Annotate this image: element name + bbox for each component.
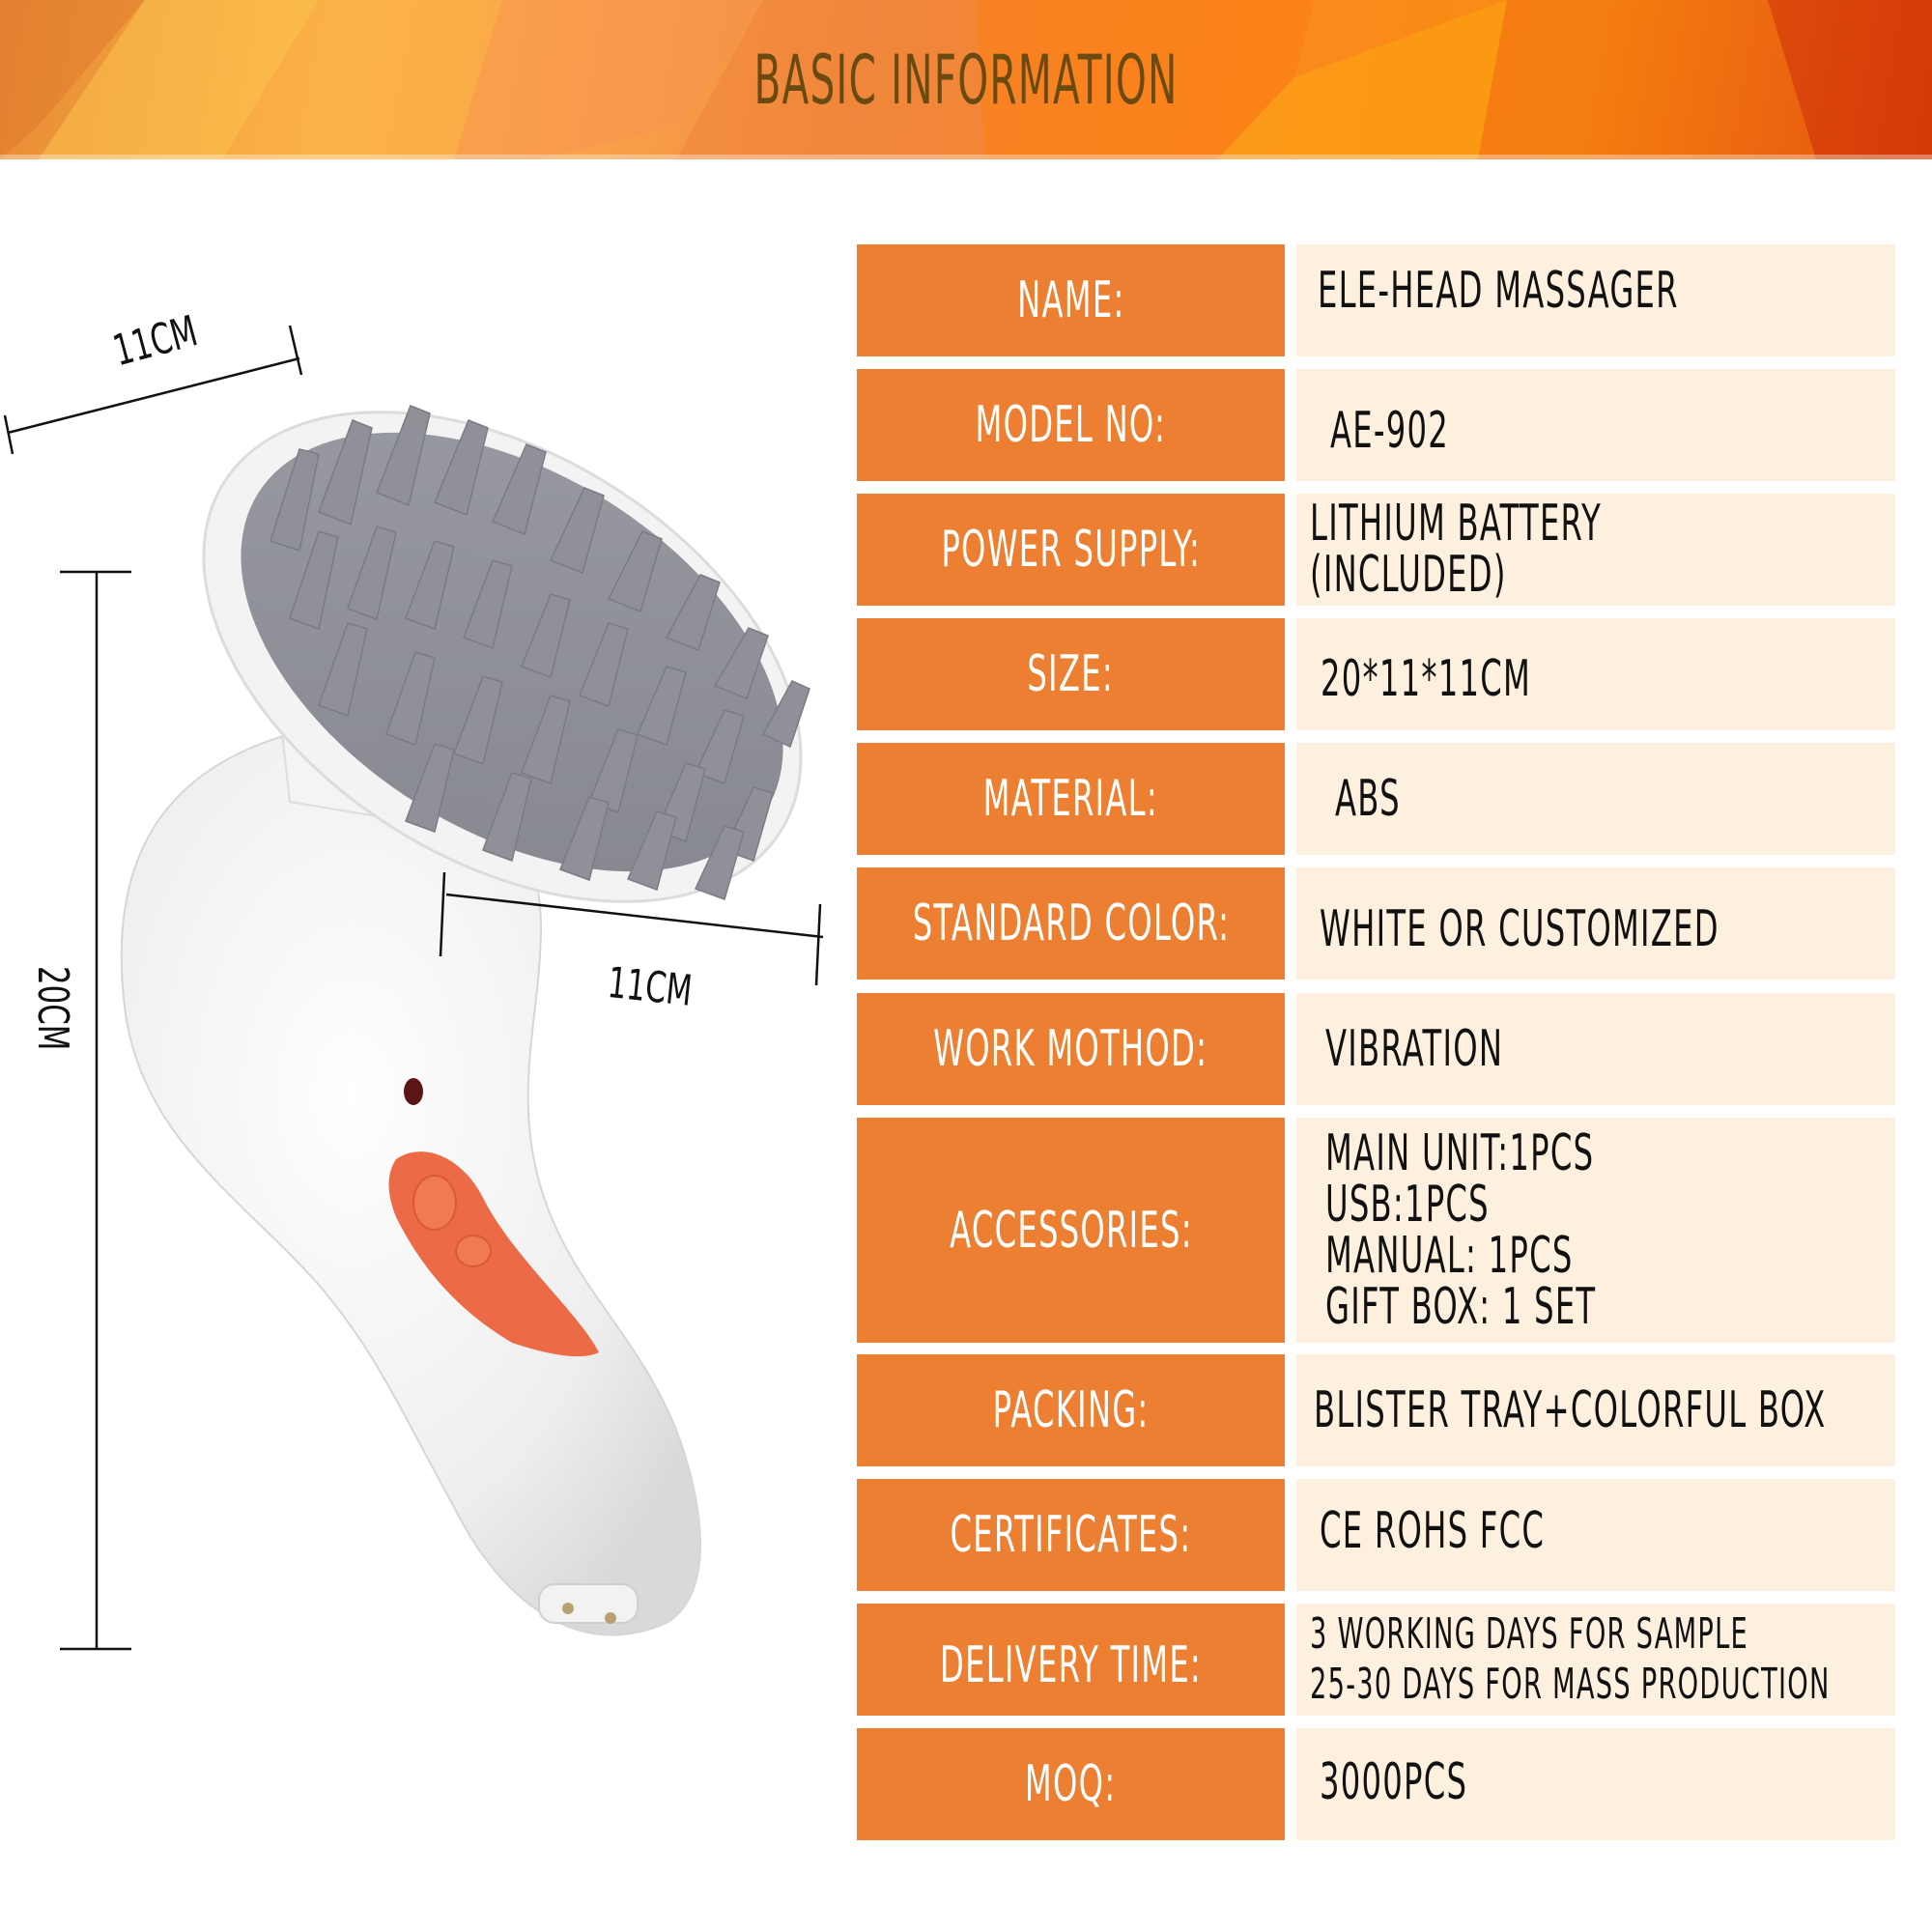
spec-label: CERTIFICATES: xyxy=(950,1506,1192,1564)
spec-value: BLISTER TRAY+COLORFUL BOX xyxy=(1314,1381,1827,1439)
spec-value-cell: CE ROHS FCC xyxy=(1296,1479,1895,1591)
spec-label-cell: MODEL NO: xyxy=(857,369,1285,481)
spec-value-line: MAIN UNIT:1PCS xyxy=(1325,1123,1595,1182)
spec-value: AE-902 xyxy=(1330,402,1450,460)
spec-row-moq: MOQ: 3000PCS xyxy=(857,1728,1895,1840)
spec-label: NAME: xyxy=(1016,271,1125,329)
spec-row-accessories: ACCESSORIES: MAIN UNIT:1PCS USB:1PCS MAN… xyxy=(857,1118,1895,1343)
spec-label-cell: POWER SUPPLY: xyxy=(857,494,1285,606)
spec-label-cell: ACCESSORIES: xyxy=(857,1118,1285,1343)
spec-label-cell: NAME: xyxy=(857,244,1285,356)
spec-label: MOQ: xyxy=(1025,1755,1117,1813)
spec-value-cell: ABS xyxy=(1296,743,1895,855)
spec-value: WHITE OR CUSTOMIZED xyxy=(1320,900,1719,958)
spec-value: 20*11*11CM xyxy=(1321,650,1532,708)
spec-value-cell: WHITE OR CUSTOMIZED xyxy=(1296,867,1895,980)
spec-value-line: GIFT BOX: 1 SET xyxy=(1325,1277,1597,1336)
spec-value-cell: LITHIUM BATTERY (INCLUDED) xyxy=(1296,494,1895,606)
polygon-background xyxy=(0,0,1932,159)
spec-row-standard-color: STANDARD COLOR: WHITE OR CUSTOMIZED xyxy=(857,867,1895,980)
spec-value-cell: 20*11*11CM xyxy=(1296,618,1895,730)
spec-row-name: NAME: ELE-HEAD MASSAGER xyxy=(857,244,1895,356)
spec-row-packing: PACKING: BLISTER TRAY+COLORFUL BOX xyxy=(857,1354,1895,1466)
spec-value-cell: 3000PCS xyxy=(1296,1728,1895,1840)
spec-value: ABS xyxy=(1335,770,1401,828)
spec-value-cell: 3 WORKING DAYS FOR SAMPLE 25-30 DAYS FOR… xyxy=(1296,1604,1895,1716)
dimension-bottom-width: 11CM xyxy=(605,958,695,1016)
spec-value-line: USB:1PCS xyxy=(1325,1175,1490,1234)
spec-label-cell: STANDARD COLOR: xyxy=(857,867,1285,980)
spec-label: MATERIAL: xyxy=(982,770,1159,828)
spec-label-cell: DELIVERY TIME: xyxy=(857,1604,1285,1716)
spec-label: POWER SUPPLY: xyxy=(941,521,1201,579)
spec-label: SIZE: xyxy=(1027,645,1115,703)
spec-label-cell: MOQ: xyxy=(857,1728,1285,1840)
spec-row-power-supply: POWER SUPPLY: LITHIUM BATTERY (INCLUDED) xyxy=(857,494,1895,606)
spec-label-cell: PACKING: xyxy=(857,1354,1285,1466)
dimension-height: 20CM xyxy=(28,966,77,1051)
spec-label: STANDARD COLOR: xyxy=(912,895,1230,952)
spec-row-delivery-time: DELIVERY TIME: 3 WORKING DAYS FOR SAMPLE… xyxy=(857,1604,1895,1716)
header-banner: BASIC INFORMATION xyxy=(0,0,1932,159)
spec-label: PACKING: xyxy=(992,1381,1150,1439)
spec-label-cell: SIZE: xyxy=(857,618,1285,730)
spec-row-certificates: CERTIFICATES: CE ROHS FCC xyxy=(857,1479,1895,1591)
spec-value-line: MANUAL: 1PCS xyxy=(1325,1226,1574,1285)
spec-label-cell: MATERIAL: xyxy=(857,743,1285,855)
spec-value-cell: AE-902 xyxy=(1296,369,1895,481)
spec-value-cell: ELE-HEAD MASSAGER xyxy=(1296,244,1895,356)
spec-value-cell: VIBRATION xyxy=(1296,993,1895,1105)
spec-value-line: LITHIUM BATTERY xyxy=(1310,495,1603,553)
spec-label: ACCESSORIES: xyxy=(949,1201,1193,1260)
spec-label-cell: WORK MOTHOD: xyxy=(857,993,1285,1105)
banner-divider xyxy=(0,155,1932,159)
spec-value-line: 25-30 DAYS FOR MASS PRODUCTION xyxy=(1310,1660,1831,1709)
banner-title: BASIC INFORMATION xyxy=(753,40,1179,120)
spec-value: CE ROHS FCC xyxy=(1320,1502,1546,1560)
spec-value: ELE-HEAD MASSAGER xyxy=(1318,262,1679,320)
massager-illustration xyxy=(3,325,824,1651)
spec-value: 3000PCS xyxy=(1320,1753,1468,1811)
spec-row-material: MATERIAL: ABS xyxy=(857,743,1895,855)
spec-label: MODEL NO: xyxy=(975,396,1167,454)
spec-label: WORK MOTHOD: xyxy=(933,1020,1208,1078)
spec-label: DELIVERY TIME: xyxy=(939,1636,1202,1694)
product-image: 11CM 11CM 20CM xyxy=(0,164,850,1671)
spec-row-work-method: WORK MOTHOD: VIBRATION xyxy=(857,993,1895,1105)
spec-label-cell: CERTIFICATES: xyxy=(857,1479,1285,1591)
spec-row-model: MODEL NO: AE-902 xyxy=(857,369,1895,481)
spec-value: VIBRATION xyxy=(1325,1020,1504,1078)
spec-value-line: (INCLUDED) xyxy=(1310,546,1507,604)
spec-value-line: 3 WORKING DAYS FOR SAMPLE xyxy=(1310,1609,1749,1659)
spec-row-size: SIZE: 20*11*11CM xyxy=(857,618,1895,730)
spec-value-cell: BLISTER TRAY+COLORFUL BOX xyxy=(1296,1354,1895,1466)
spec-value-cell: MAIN UNIT:1PCS USB:1PCS MANUAL: 1PCS GIF… xyxy=(1296,1118,1895,1343)
